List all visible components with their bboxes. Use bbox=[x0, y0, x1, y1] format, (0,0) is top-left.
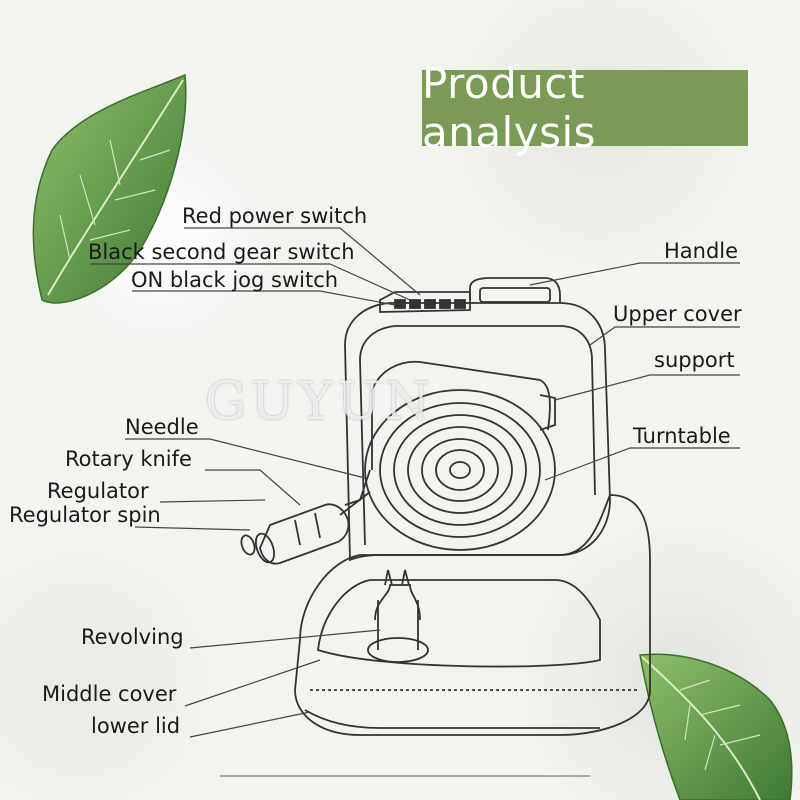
label-regulator: Regulator bbox=[47, 479, 149, 503]
leader-regulator-spin bbox=[134, 526, 251, 531]
machine-handle bbox=[469, 277, 561, 303]
label-rotary-knife: Rotary knife bbox=[65, 447, 192, 471]
leader-rotary-knife bbox=[205, 469, 301, 506]
machine-support bbox=[371, 360, 551, 431]
leader-lower-lid bbox=[189, 711, 311, 738]
leader-on-black-jog bbox=[132, 290, 396, 306]
label-regulator-spin: Regulator spin bbox=[9, 503, 161, 527]
page-title: Product analysis bbox=[422, 59, 597, 157]
leader-support bbox=[554, 374, 740, 401]
label-turntable: Turntable bbox=[633, 424, 731, 448]
label-support: support bbox=[654, 348, 735, 372]
leader-revolving bbox=[189, 629, 381, 649]
leader-lines bbox=[90, 227, 740, 777]
leader-red-power-switch bbox=[184, 227, 421, 296]
machine-turntable bbox=[364, 389, 556, 551]
leader-upper-cover bbox=[589, 326, 740, 346]
label-needle: Needle bbox=[125, 415, 199, 439]
label-on-black-jog-switch: ON black jog switch bbox=[131, 268, 339, 292]
label-black-second-gear-switch: Black second gear switch bbox=[88, 240, 355, 264]
label-red-power-switch: Red power switch bbox=[182, 204, 368, 228]
watermark-text: GUYUN bbox=[205, 372, 435, 432]
leader-middle-cover bbox=[184, 659, 321, 707]
machine-base bbox=[294, 494, 651, 736]
label-lower-lid: lower lid bbox=[91, 714, 181, 738]
leader-needle bbox=[125, 438, 366, 479]
title-banner: Product analysis bbox=[422, 59, 748, 157]
leaf-bottom-right bbox=[639, 653, 793, 800]
label-revolving: Revolving bbox=[81, 625, 184, 649]
machine-revolving bbox=[367, 569, 429, 663]
machine-body bbox=[344, 302, 611, 562]
label-handle: Handle bbox=[664, 239, 739, 263]
leaf-top-left bbox=[32, 73, 187, 304]
machine-drawing bbox=[240, 277, 651, 736]
leader-regulator bbox=[159, 499, 266, 503]
machine-regulator bbox=[240, 491, 371, 565]
label-middle-cover: Middle cover bbox=[42, 682, 177, 706]
label-upper-cover: Upper cover bbox=[613, 302, 742, 326]
leader-black-second-gear bbox=[90, 263, 411, 301]
leader-handle bbox=[529, 262, 740, 286]
leader-turntable bbox=[544, 447, 740, 481]
